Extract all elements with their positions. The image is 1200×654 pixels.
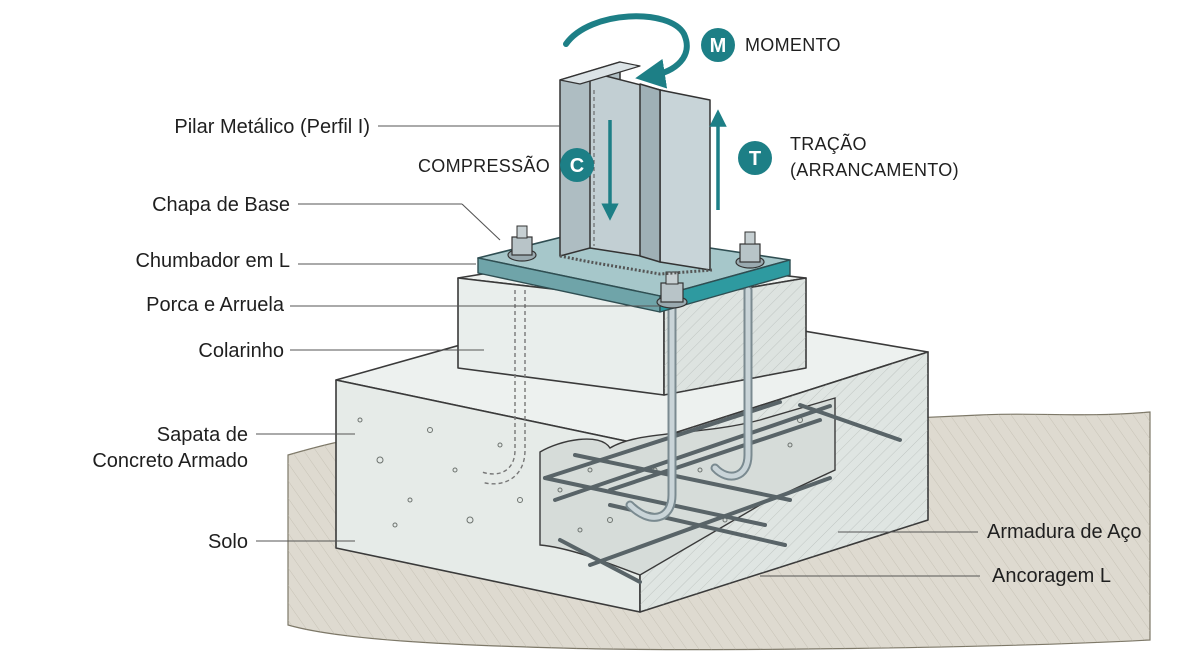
traction-label-line2: (ARRANCAMENTO) (790, 160, 959, 180)
moment-label: MOMENTO (745, 35, 841, 55)
force-arrows (563, 13, 727, 221)
label-armadura: Armadura de Aço (987, 521, 1142, 543)
compression-label: COMPRESSÃO (418, 155, 550, 176)
traction-badge: T (738, 141, 772, 175)
label-ancoragem: Ancoragem L (992, 565, 1111, 587)
label-pilar: Pilar Metálico (Perfil I) (174, 116, 370, 138)
svg-text:T: T (749, 148, 761, 170)
anchor-bolts (625, 285, 753, 522)
svg-text:M: M (710, 35, 727, 57)
moment-arrow (563, 13, 690, 89)
label-colarinho: Colarinho (198, 340, 284, 362)
label-sapata-line1: Sapata de (157, 424, 248, 446)
label-chapa: Chapa de Base (152, 194, 290, 216)
traction-label-line1: TRAÇÃO (790, 133, 867, 154)
label-sapata-line2: Concreto Armado (92, 450, 248, 472)
compression-badge: C (560, 148, 594, 182)
leader-lines (256, 125, 980, 577)
nuts-and-washers (507, 225, 765, 309)
moment-badge: M (701, 28, 735, 62)
label-chumbador: Chumbador em L (135, 250, 290, 272)
svg-text:C: C (570, 155, 584, 177)
label-porca: Porca e Arruela (146, 294, 285, 316)
base-plate (477, 229, 791, 313)
label-solo: Solo (208, 531, 248, 553)
